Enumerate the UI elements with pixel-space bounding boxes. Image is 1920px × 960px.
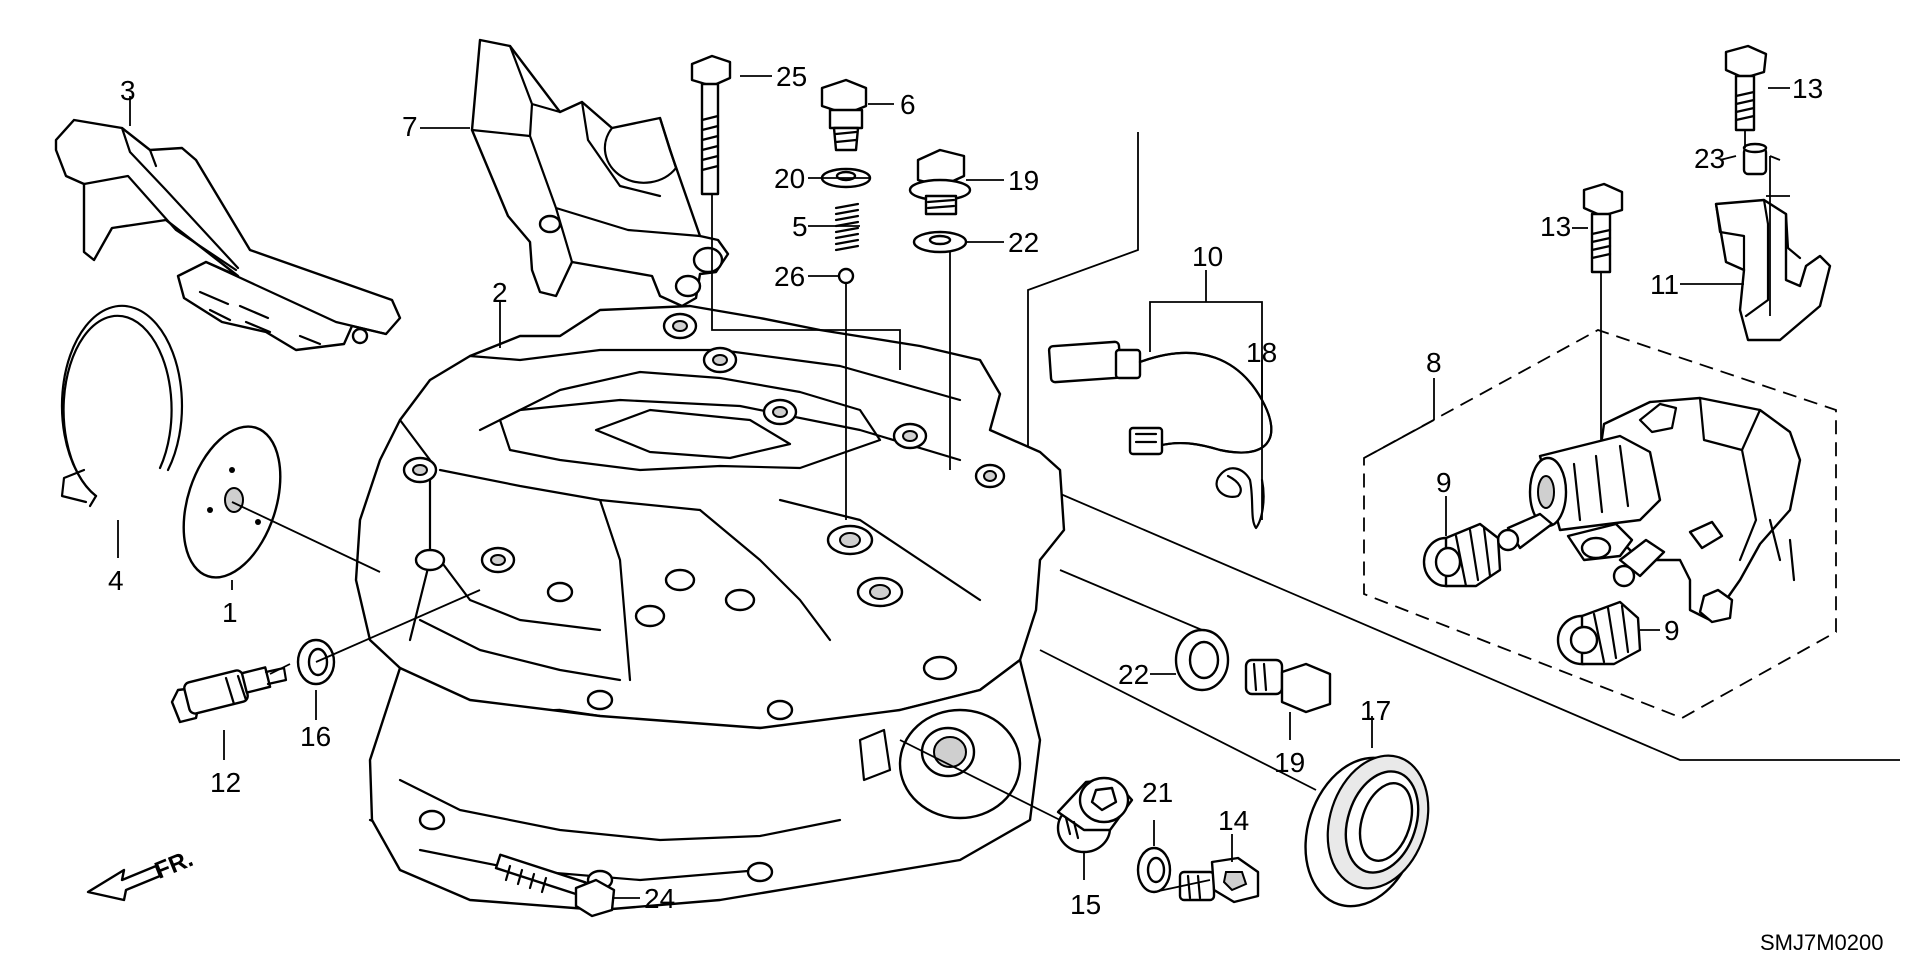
- part-label-9-upper[interactable]: 9: [1436, 467, 1452, 498]
- part-label-7[interactable]: 7: [402, 111, 418, 142]
- part-label-14[interactable]: 14: [1218, 805, 1249, 836]
- part-label-1[interactable]: 1: [222, 597, 238, 628]
- steel-ball-part[interactable]: [837, 267, 855, 285]
- part-label-2[interactable]: 2: [492, 277, 508, 308]
- part-label-26[interactable]: 26: [774, 261, 805, 292]
- part-label-19-top[interactable]: 19: [1008, 165, 1039, 196]
- part-label-17[interactable]: 17: [1360, 695, 1391, 726]
- part-label-8[interactable]: 8: [1426, 347, 1442, 378]
- part-label-18b[interactable]: 18: [1246, 337, 1277, 368]
- part-label-23[interactable]: 23: [1694, 143, 1725, 174]
- plug-washer-part[interactable]: [1136, 846, 1172, 894]
- dust-boot-upper-part[interactable]: [1422, 522, 1502, 588]
- part-label-10[interactable]: 10: [1192, 241, 1223, 272]
- part-label-13-top[interactable]: 13: [1792, 73, 1823, 104]
- part-label-16[interactable]: 16: [300, 721, 331, 752]
- diagram-code: SMJ7M0200: [1760, 930, 1884, 955]
- part-label-6[interactable]: 6: [900, 89, 916, 120]
- drain-bolt-part[interactable]: [908, 148, 972, 216]
- bracket-bolt-top-part[interactable]: [1724, 44, 1768, 132]
- spring-part[interactable]: [834, 202, 860, 252]
- oil-seal-part[interactable]: [1287, 742, 1445, 920]
- part-label-15b[interactable]: 15: [1070, 889, 1101, 920]
- part-label-21b[interactable]: 21: [1142, 777, 1173, 808]
- part-label-24[interactable]: 24: [644, 883, 675, 914]
- drain-bolt-lower-part[interactable]: [1244, 658, 1332, 714]
- collar-part[interactable]: [1742, 142, 1768, 176]
- part-label-22-lower-b[interactable]: 22: [1118, 659, 1149, 690]
- bracket-bolt-mid-part[interactable]: [1582, 182, 1624, 274]
- sealing-washer-part[interactable]: [912, 230, 968, 254]
- part-label-4[interactable]: 4: [108, 565, 124, 596]
- part-label-5[interactable]: 5: [792, 211, 808, 242]
- backup-switch-part[interactable]: [170, 666, 288, 724]
- circlip-part[interactable]: [60, 304, 184, 508]
- flange-bolt-part[interactable]: [494, 853, 616, 918]
- harness-bracket-part[interactable]: [1714, 198, 1832, 342]
- long-bolt-part[interactable]: [690, 54, 732, 196]
- part-label-25[interactable]: 25: [776, 61, 807, 92]
- plug-bolt-lower-part[interactable]: [1178, 856, 1260, 904]
- subassembly-outline-8: [1363, 329, 1837, 719]
- part-label-3[interactable]: 3: [120, 75, 136, 106]
- front-direction-indicator: FR.: [86, 845, 197, 902]
- part-label-22-top[interactable]: 22: [1008, 227, 1039, 258]
- part-label-20[interactable]: 20: [774, 163, 805, 194]
- leader-lines: [117, 75, 1790, 899]
- direction-label: FR.: [151, 845, 197, 885]
- filler-plug-part[interactable]: [1056, 776, 1134, 854]
- shift-actuator-part[interactable]: [1496, 396, 1802, 624]
- mount-bracket-part[interactable]: [470, 38, 730, 308]
- cable-bracket-part[interactable]: [54, 118, 402, 352]
- part-label-9-lower[interactable]: 9: [1664, 615, 1680, 646]
- part-label-13-mid[interactable]: 13: [1540, 211, 1571, 242]
- part-label-19-lower[interactable]: 19: [1274, 747, 1305, 778]
- plug-bolt-part[interactable]: [820, 78, 868, 152]
- part-labels: 3 4 1 7 2 25 6 20 5 26 19 22 10 18 13 23…: [108, 61, 1823, 920]
- subassembly-outline-10: [1027, 132, 1900, 761]
- transmission-case-part[interactable]: [354, 304, 1066, 912]
- sealing-washer-lower-part[interactable]: [1174, 628, 1230, 692]
- part-label-12[interactable]: 12: [210, 767, 241, 798]
- dust-boot-lower-part[interactable]: [1556, 600, 1642, 666]
- wire-harness-part[interactable]: [1047, 340, 1273, 530]
- part-label-11[interactable]: 11: [1650, 269, 1679, 300]
